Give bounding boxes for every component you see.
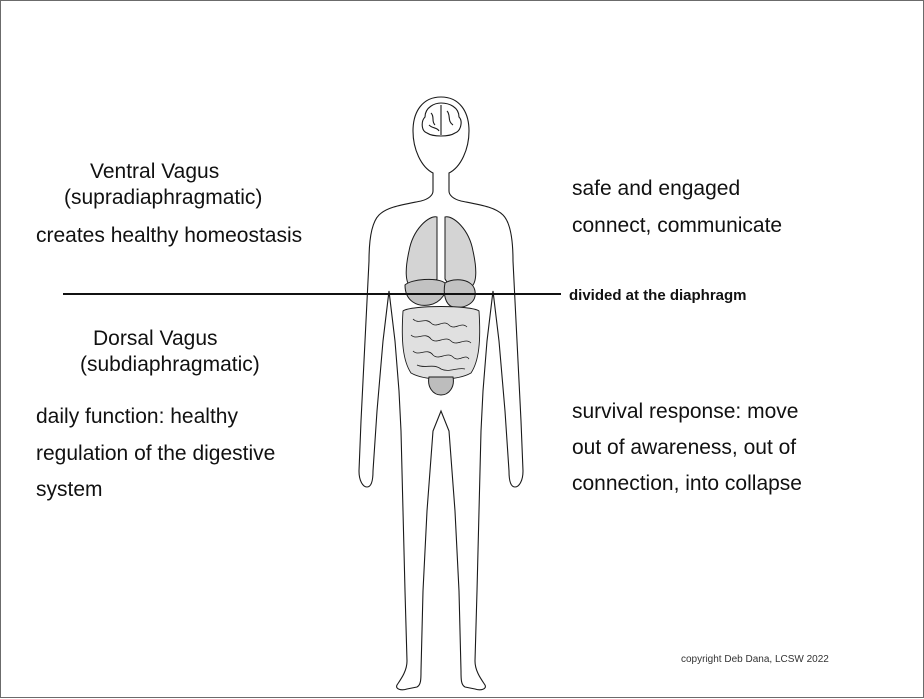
dorsal-subtitle: (subdiaphragmatic): [80, 354, 260, 375]
dorsal-right-line1: survival response: move: [572, 401, 798, 422]
dorsal-right-line2: out of awareness, out of: [572, 437, 796, 458]
copyright-notice: copyright Deb Dana, LCSW 2022: [681, 655, 829, 665]
diaphragm-label: divided at the diaphragm: [569, 288, 747, 303]
ventral-right-line1: safe and engaged: [572, 178, 740, 199]
ventral-subtitle: (supradiaphragmatic): [64, 187, 262, 208]
ventral-title: Ventral Vagus: [90, 161, 219, 182]
dorsal-left-line3: system: [36, 479, 103, 500]
ventral-description: creates healthy homeostasis: [36, 225, 302, 246]
human-body-illustration: [341, 91, 541, 699]
ventral-right-line2: connect, communicate: [572, 215, 782, 236]
dorsal-left-line1: daily function: healthy: [36, 406, 238, 427]
dorsal-title: Dorsal Vagus: [93, 328, 218, 349]
diaphragm-divider-line: [63, 293, 561, 295]
dorsal-right-line3: connection, into collapse: [572, 473, 802, 494]
dorsal-left-line2: regulation of the digestive: [36, 443, 275, 464]
